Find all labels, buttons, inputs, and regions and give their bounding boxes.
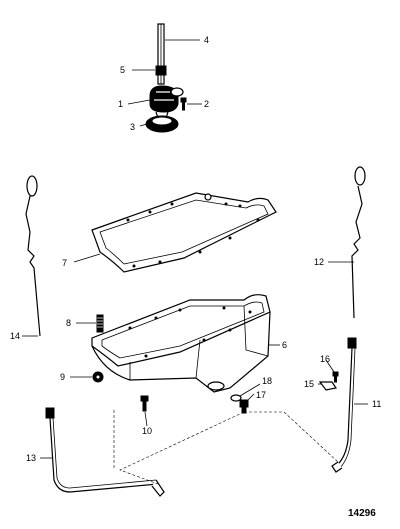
callout-18: 18 [262, 376, 272, 386]
leader-3 [139, 123, 148, 127]
callout-3: 3 [130, 122, 135, 132]
routing-dashed-lines [113, 410, 339, 485]
callout-7: 7 [62, 258, 67, 268]
callout-10: 10 [142, 426, 152, 436]
callout-4: 4 [204, 35, 209, 45]
leader-lines [22, 253, 368, 459]
oil-pan-gasket [91, 192, 277, 273]
callout-2: 2 [204, 99, 209, 109]
callout-11: 11 [372, 399, 381, 409]
callout-6: 6 [282, 340, 287, 350]
drain-plug [239, 399, 249, 414]
callout-9: 9 [60, 372, 65, 382]
leader-1 [127, 99, 151, 105]
left-dipstick [25, 175, 41, 337]
right-dipstick [351, 166, 366, 319]
callout-13: 13 [26, 453, 36, 463]
rear-seal [92, 371, 104, 383]
dipstick-tube-clip [318, 381, 337, 391]
reference-number: 14296 [348, 508, 376, 519]
callout-14: 14 [10, 331, 20, 341]
clip-screw [332, 371, 339, 383]
right-dipstick-tube [331, 337, 357, 473]
callout-15: 15 [304, 379, 314, 389]
oil-pan-bolt [140, 395, 149, 412]
callout-1: 1 [118, 99, 123, 109]
pickup-screen [145, 111, 179, 133]
oil-pump-assembly [127, 23, 202, 133]
oil-pan-stud [96, 314, 104, 333]
left-dipstick-tube [45, 407, 165, 497]
callout-12: 12 [314, 257, 324, 267]
shaft-coupling [155, 65, 167, 76]
drain-plug-gasket [230, 394, 242, 402]
pump-body [149, 85, 184, 113]
callout-5: 5 [120, 65, 125, 75]
pump-bolt [180, 97, 187, 111]
callout-17: 17 [256, 390, 266, 400]
oil-pan [91, 294, 271, 393]
callout-16: 16 [320, 354, 330, 364]
callout-8: 8 [66, 318, 71, 328]
